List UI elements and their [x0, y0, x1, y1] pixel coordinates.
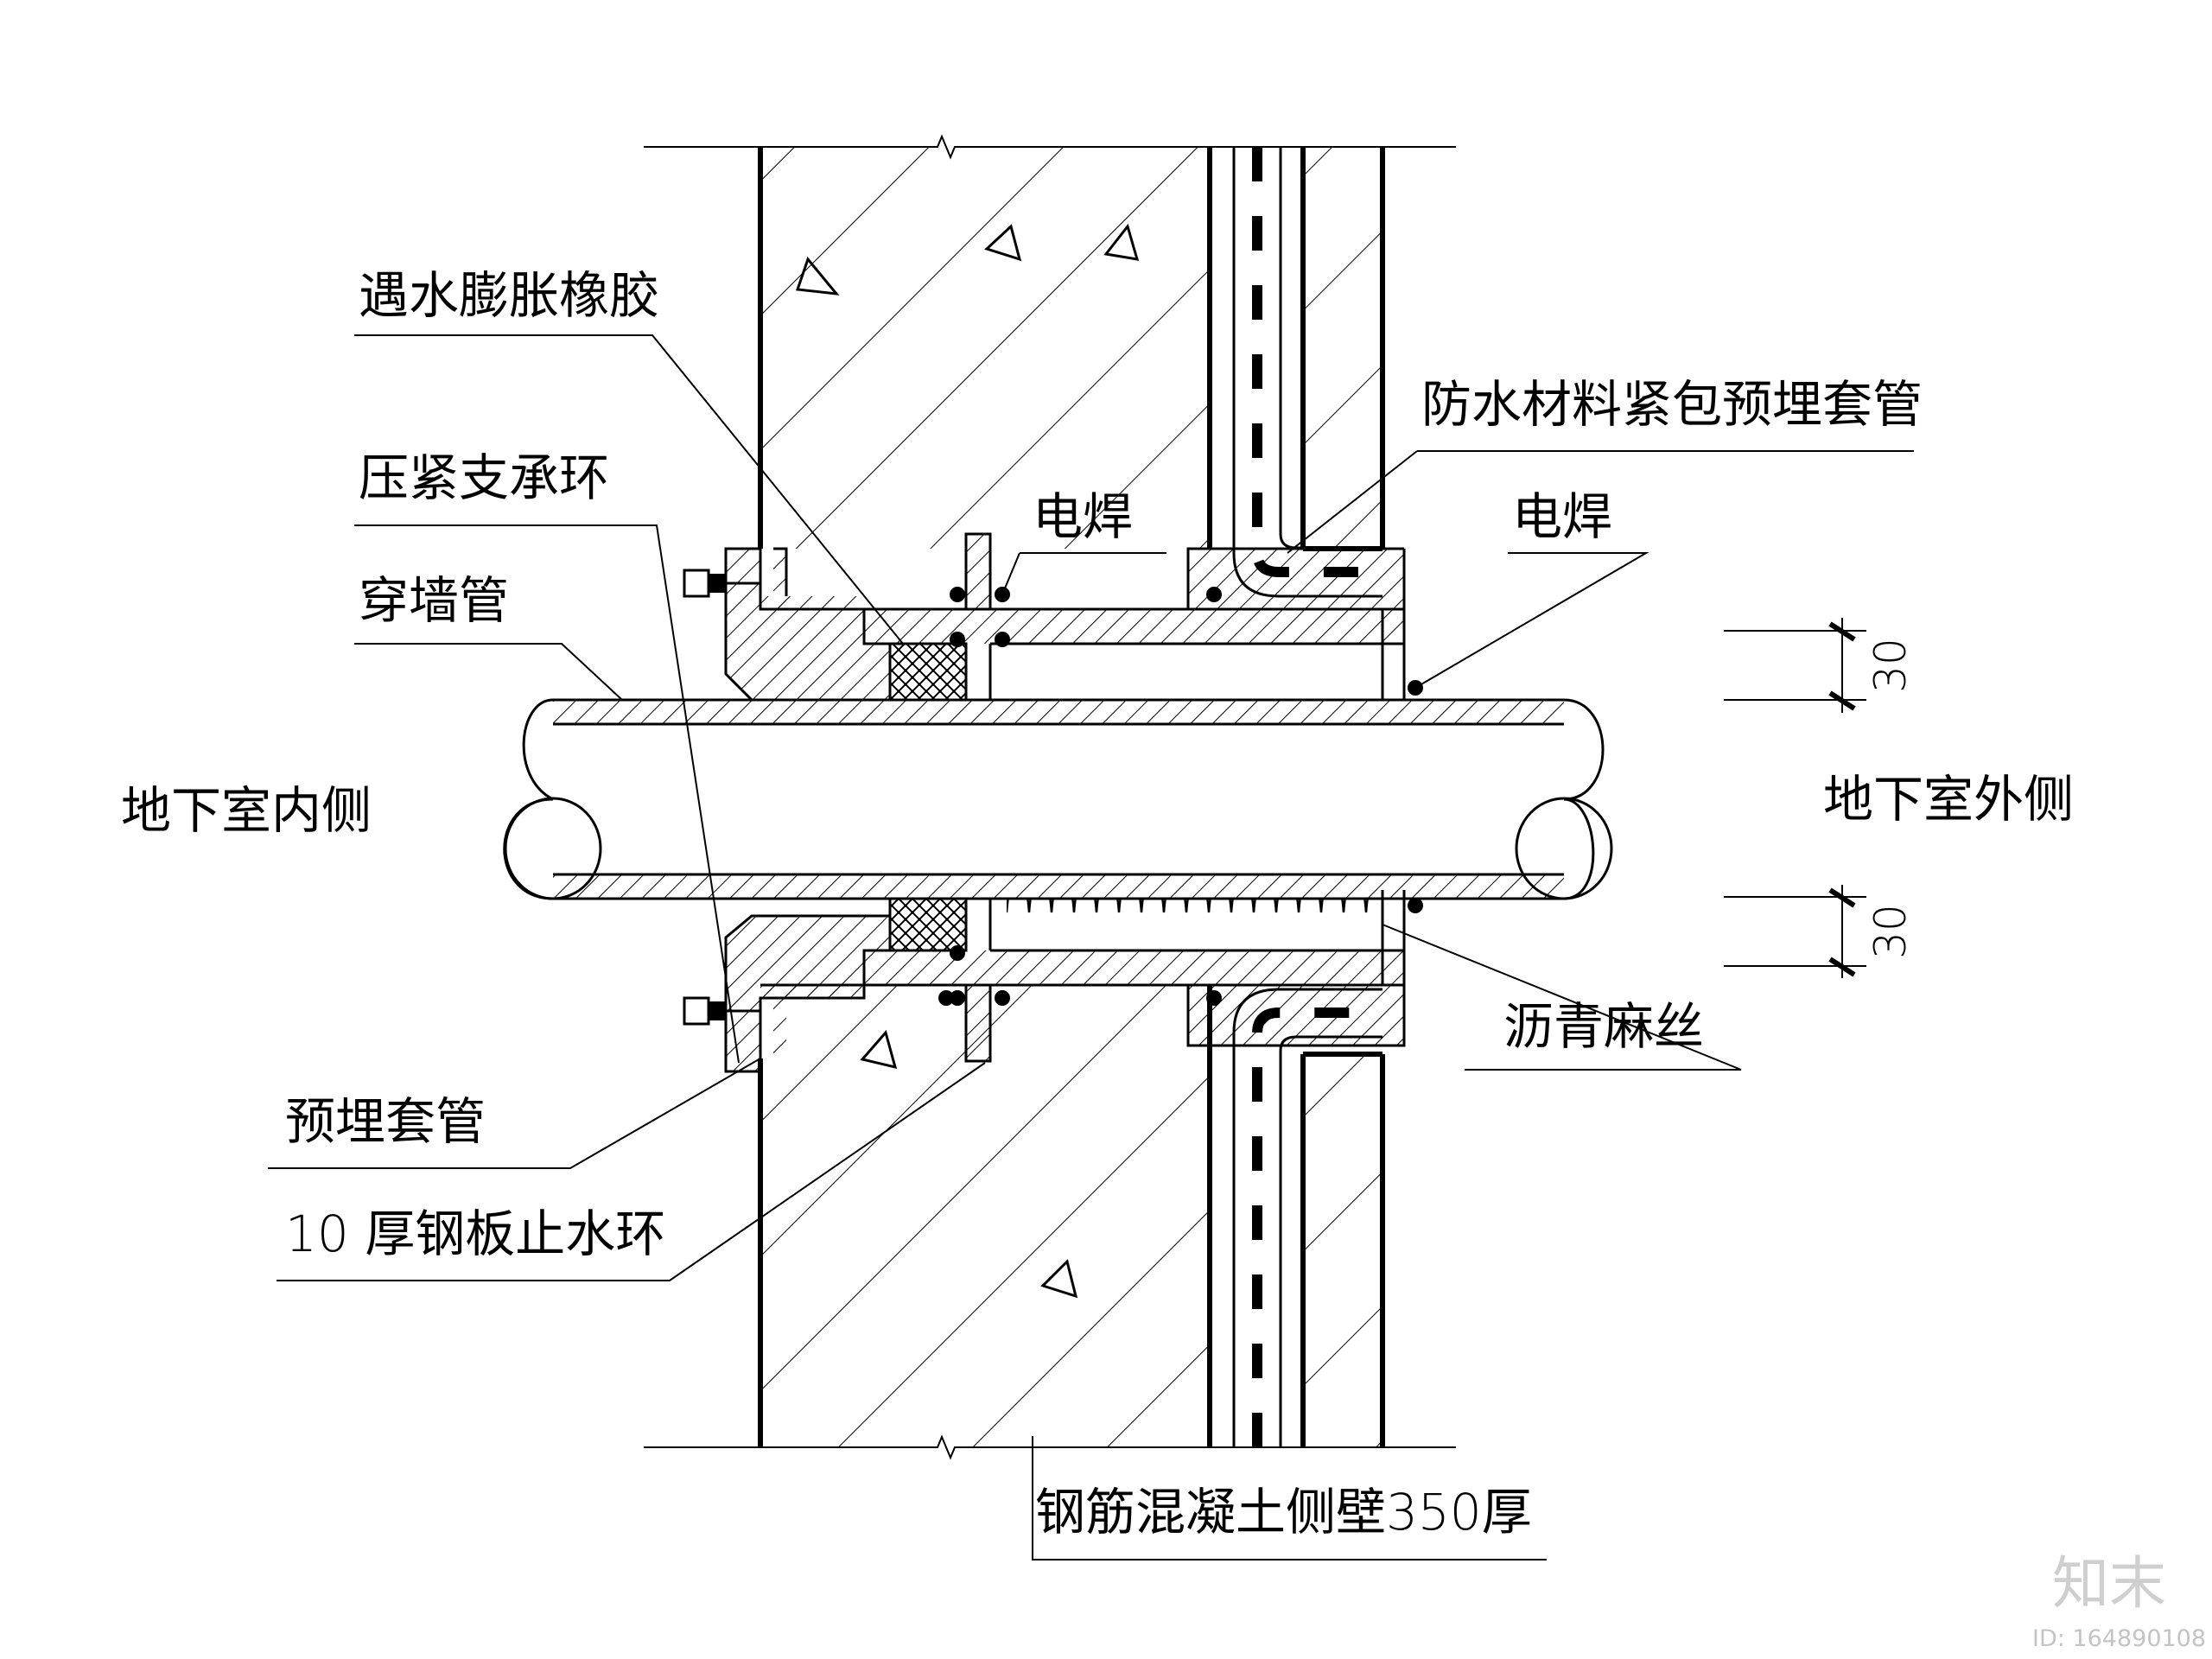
wall-pipe [503, 698, 1613, 900]
label-steel-water-ring: 10 厚钢板止水环 [285, 1205, 665, 1263]
label-swelling-rubber: 遇水膨胀橡胶 [359, 266, 659, 325]
dimension-bottom [1724, 885, 1866, 978]
asphalt-hemp [988, 609, 1404, 985]
watermark-brand: 知末 [2052, 1550, 2166, 1617]
swelling-rubber [888, 642, 968, 952]
dimension-top [1724, 618, 1866, 713]
press-ring [683, 547, 892, 1073]
label-weld-left: 电焊 [1033, 487, 1133, 546]
dimension-bottom-value: 30 [1866, 904, 1916, 959]
weld-dots [938, 587, 1423, 1006]
label-inner-side: 地下室内侧 [121, 781, 372, 840]
label-press-ring: 压紧支承环 [359, 448, 609, 507]
label-outer-side: 地下室外侧 [1823, 770, 2074, 829]
watermark-id: ID: 164890108 [2032, 1625, 2206, 1652]
label-asphalt-hemp: 沥青麻丝 [1503, 997, 1704, 1056]
embedded-sleeve [760, 547, 1406, 1054]
label-wall-spec: 钢筋混凝土侧壁350厚 [1035, 1483, 1532, 1541]
label-weld-right: 电焊 [1512, 487, 1612, 546]
dimension-top-value: 30 [1866, 638, 1916, 693]
label-waterproof-wrap: 防水材料紧包预埋套管 [1421, 375, 1923, 434]
leader-lines [268, 334, 1914, 1560]
label-embedded-sleeve: 预埋套管 [285, 1092, 486, 1151]
steel-water-ring [964, 532, 992, 1063]
concrete-wall [644, 134, 1456, 1460]
label-wall-pipe: 穿墙管 [359, 571, 509, 630]
